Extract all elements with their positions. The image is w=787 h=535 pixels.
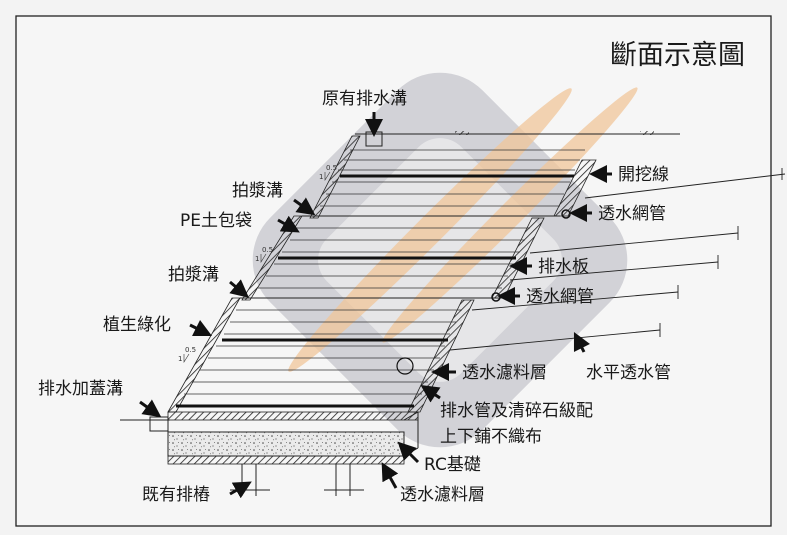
label-pe-bag: PE土包袋 [180, 211, 252, 231]
label-vegetation: 植生綠化 [103, 315, 171, 335]
label-drain-pipe-gravel: 排水管及清碎石級配 [440, 401, 593, 421]
ground-hatch [455, 131, 469, 135]
label-slurry-ditch-mid: 拍漿溝 [168, 265, 219, 285]
callout-arrows [139, 112, 612, 499]
horizontal-perm-pipes [449, 168, 786, 351]
svg-text:0.5: 0.5 [326, 164, 337, 172]
label-slurry-ditch-top: 拍漿溝 [232, 181, 283, 201]
strata-lower [184, 309, 462, 395]
label-rc-foundation: RC基礎 [424, 455, 481, 475]
label-existing-piles: 既有排樁 [142, 485, 210, 505]
label-perm-pipe-mid: 透水網管 [526, 287, 594, 307]
filter-layer-lower [407, 299, 475, 413]
bottom-filter-strip [167, 455, 405, 465]
svg-text:1: 1 [178, 355, 182, 363]
watermark-stroke-1 [288, 88, 572, 372]
ground-hatch [640, 131, 654, 135]
label-horizontal-pipe: 水平透水管 [586, 363, 671, 383]
label-original-drain: 原有排水溝 [322, 89, 407, 109]
watermark-diamond-inner [318, 138, 562, 382]
label-drain-board: 排水板 [538, 257, 589, 277]
slope-face-upper [309, 135, 361, 219]
perm-pipe-lower [396, 357, 414, 375]
strata-upper [320, 149, 585, 207]
excavation-wall-upper [553, 159, 597, 217]
watermark-stroke-2 [382, 87, 638, 343]
svg-text:0.5: 0.5 [262, 246, 273, 254]
label-filter-layer-right: 透水濾料層 [462, 363, 547, 383]
label-covered-drain: 排水加蓋溝 [38, 379, 123, 399]
nonwoven-gravel-layer [167, 411, 419, 421]
slope-mark-1: 0.5 1 [319, 164, 337, 182]
svg-text:0.5: 0.5 [185, 346, 196, 354]
rc-foundation-texture [168, 432, 404, 456]
label-nonwoven-fabric: 上下鋪不織布 [440, 427, 542, 447]
foundation-edge [403, 411, 419, 421]
strata-middle [258, 227, 530, 289]
label-filter-layer-bottom: 透水濾料層 [400, 485, 485, 505]
slope-mark-2: 0.5 1 [255, 246, 273, 264]
label-perm-pipe-top: 透水網管 [598, 204, 666, 224]
label-excavation-line: 開挖線 [618, 165, 669, 185]
slope-mark-3: 0.5 1 [178, 346, 196, 364]
diagram-title: 斷面示意圖 [610, 40, 745, 71]
svg-text:1: 1 [319, 173, 323, 181]
svg-text:1: 1 [255, 255, 259, 263]
